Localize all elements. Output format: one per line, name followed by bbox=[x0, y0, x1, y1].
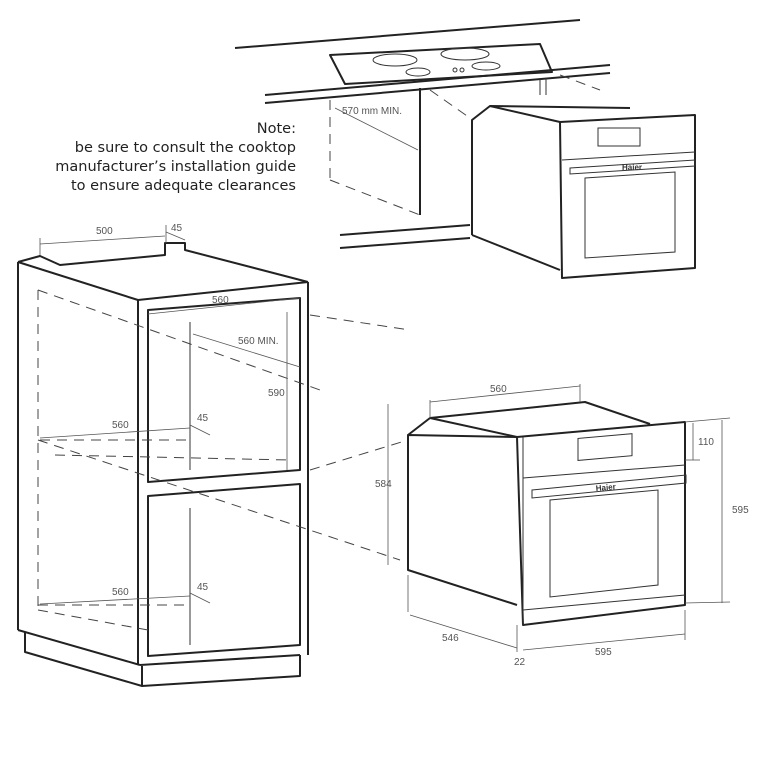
installation-note: Note: be sure to consult the cooktop man… bbox=[55, 120, 296, 196]
oven-front-height-label: 595 bbox=[732, 505, 749, 516]
shelf-gap-lower-label: 45 bbox=[197, 582, 209, 593]
oven-body-width-label: 560 bbox=[490, 384, 507, 395]
door-thickness-label: 22 bbox=[514, 657, 526, 668]
oven-small: Haier bbox=[471, 105, 696, 279]
cabinet-top-depth-label: 500 bbox=[96, 226, 113, 237]
oven-depth-label: 546 bbox=[442, 633, 459, 644]
note-line: be sure to consult the cooktop bbox=[74, 140, 296, 156]
note-line: to ensure adequate clearances bbox=[71, 178, 296, 194]
shelf-depth-lower-label: 560 bbox=[112, 587, 129, 598]
cutout-outline bbox=[329, 74, 601, 216]
cooktop-clearance-label: 570 mm MIN. bbox=[342, 106, 402, 117]
oven-body-height-label: 584 bbox=[375, 479, 392, 490]
cabinet-opening-height-label: 590 bbox=[268, 388, 285, 399]
oven-front-width-label: 595 bbox=[595, 647, 612, 658]
note-title: Note: bbox=[256, 121, 296, 137]
note-line: manufacturer’s installation guide bbox=[55, 159, 296, 175]
brand-logo[interactable]: Haier bbox=[595, 482, 616, 493]
tall-cabinet: 500 45 560 560 MIN. 590 560 45 560 45 bbox=[17, 223, 411, 687]
cabinet-top-notch-label: 45 bbox=[171, 223, 183, 234]
shelf-gap-upper-label: 45 bbox=[197, 413, 209, 424]
countertop-scene: 570 mm MIN. bbox=[234, 19, 611, 249]
cooktop bbox=[329, 43, 553, 85]
brand-logo-small: Haier bbox=[622, 163, 642, 172]
cabinet-inner-width-label: 560 bbox=[212, 295, 229, 306]
control-panel-height-label: 110 bbox=[698, 437, 714, 448]
shelf-depth-upper-label: 560 bbox=[112, 420, 129, 431]
cabinet-min-depth-label: 560 MIN. bbox=[238, 336, 279, 347]
oven-main: Haier 584 560 110 595 546 22 595 bbox=[375, 384, 749, 668]
